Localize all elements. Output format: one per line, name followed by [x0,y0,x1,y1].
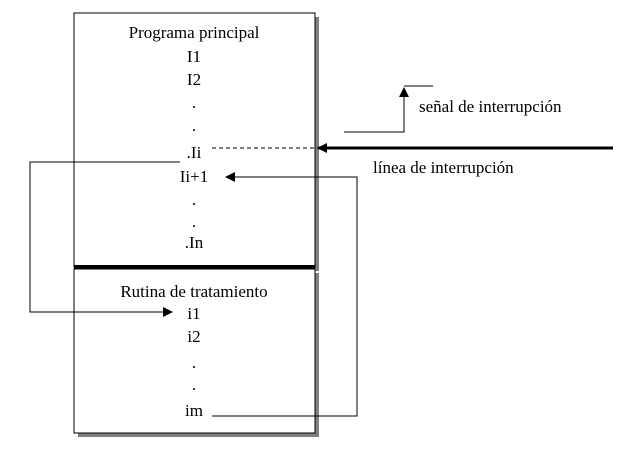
interrupt-signal-arrow [344,87,409,133]
routine-box [73,268,316,434]
routine-title: Rutina de tratamiento [120,282,267,301]
main-dot-2: . [192,116,196,135]
routine-instr-2: i2 [187,327,200,346]
routine-instr-1: i1 [187,304,200,323]
return-to-main-arrow [212,172,358,417]
main-instr-i-next: Ii+1 [180,167,208,186]
routine-instr-m: im [185,401,203,420]
main-dot-1: . [192,93,196,112]
main-instr-n: .In [185,233,204,252]
main-program-box [73,12,316,268]
main-dot-3: . [192,190,196,209]
main-instr-1: I1 [187,47,201,66]
interrupt-line-label: línea de interrupción [373,158,514,177]
main-program-title: Programa principal [129,23,260,42]
main-instr-i: .Ii [187,143,202,162]
main-dot-4: . [192,212,196,231]
jump-to-routine-arrow [29,161,180,317]
routine-dot-1: . [192,353,196,372]
interrupt-signal-label: señal de interrupción [419,97,562,116]
main-instr-2: I2 [187,70,201,89]
routine-dot-2: . [192,375,196,394]
